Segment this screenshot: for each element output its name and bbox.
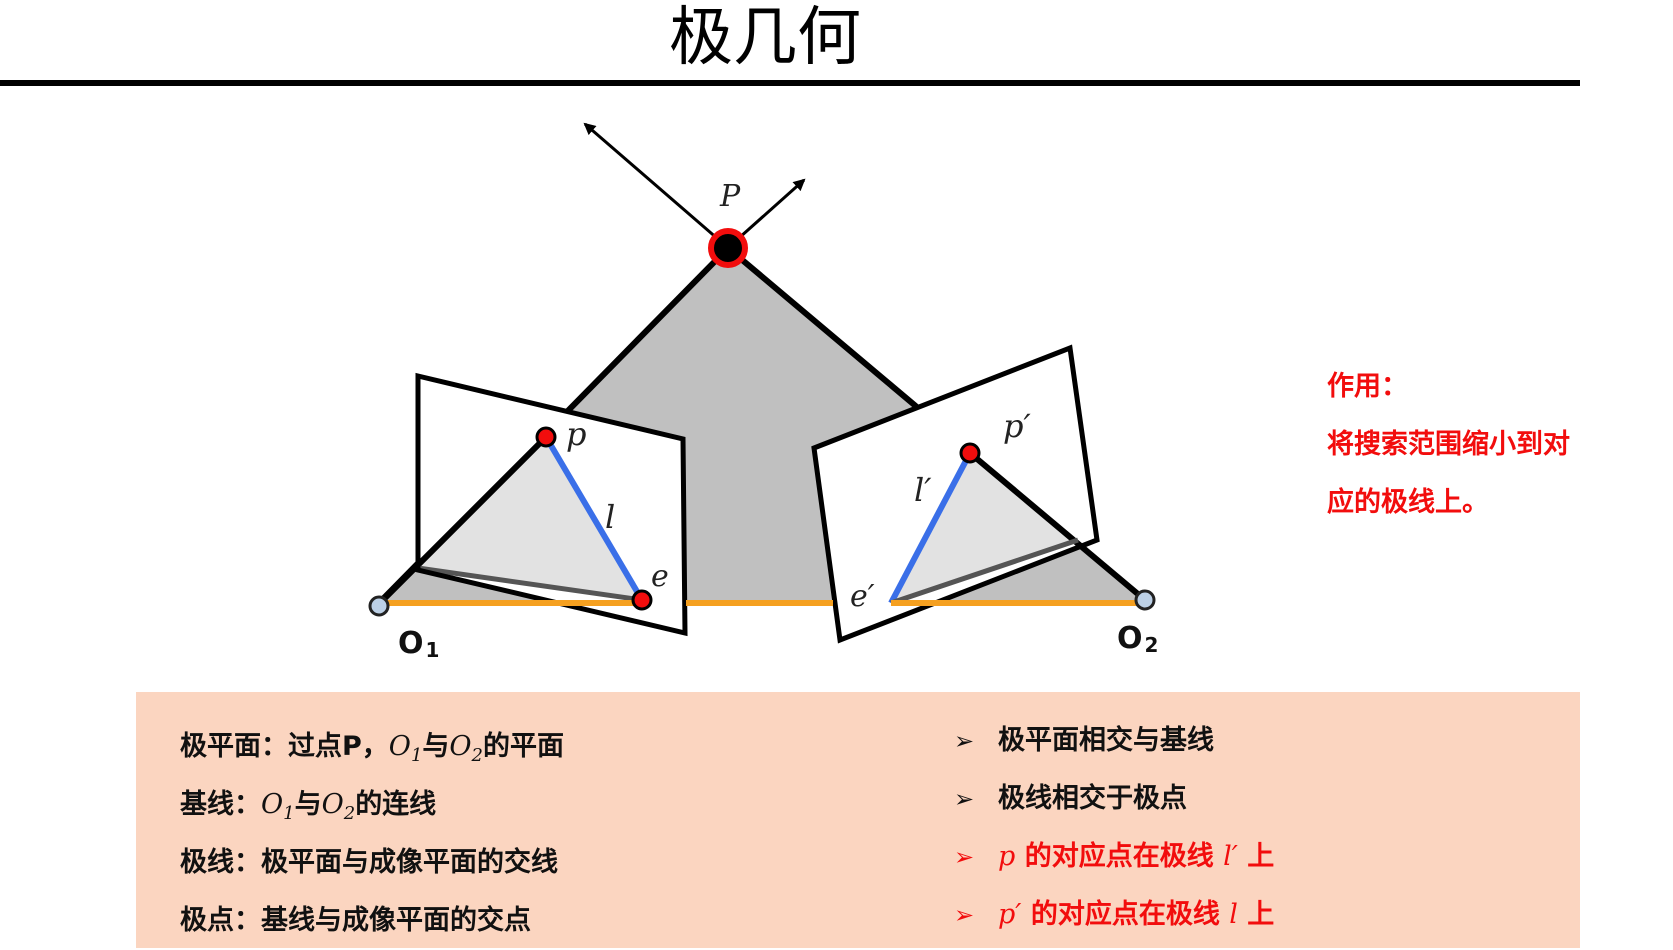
definition-epipolar-line: 极线：极平面与成像平面的交线 (180, 847, 558, 878)
label-p-prime: p′ (1003, 407, 1031, 445)
epipolar-line-l-prime (888, 451, 973, 605)
purpose-line-2: 应的极线上。 (1327, 487, 1489, 518)
left-projected-triangle (418, 437, 642, 600)
label-p: p (566, 415, 586, 453)
point-p-prime-marker (959, 442, 981, 464)
label-l-prime: l′ (914, 471, 932, 509)
fact-p-prime-correspondence: ➢p′ 的对应点在极线 l 上 (954, 886, 1274, 944)
definitions-panel: 极平面：过点P，O1与O2的平面 基线：O1与O2的连线 极线：极平面与成像平面… (136, 692, 1580, 948)
title-divider (0, 80, 1580, 86)
purpose-heading: 作用： (1327, 371, 1408, 402)
fact-planes-intersect: ➢极平面相交与基线 (954, 712, 1274, 770)
label-P: P (719, 179, 741, 214)
fact-lines-intersect: ➢极线相交于极点 (954, 770, 1274, 828)
ray-o1-p (377, 434, 549, 606)
point-p-marker (535, 426, 557, 448)
bullet-arrow-icon: ➢ (954, 901, 975, 929)
facts-list: ➢极平面相交与基线 ➢极线相交于极点 ➢p 的对应点在极线 l′ 上 ➢p′ 的… (954, 712, 1274, 944)
bullet-arrow-icon: ➢ (954, 727, 975, 755)
definition-epipolar-plane: 极平面：过点P，O1与O2的平面 (180, 731, 564, 766)
right-projected-triangle (891, 453, 1078, 603)
left-image-plane-frame (415, 372, 688, 637)
right-image-plane-frame (811, 344, 1100, 644)
left-plane-intersection (417, 565, 643, 603)
definition-baseline: 基线：O1与O2的连线 (180, 789, 437, 824)
bullet-arrow-icon: ➢ (954, 843, 975, 871)
definition-epipole: 极点：基线与成像平面的交点 (180, 905, 531, 936)
epipole-e-marker (631, 589, 653, 611)
camera-center-o2-marker (1134, 589, 1156, 611)
bullet-arrow-icon: ➢ (954, 785, 975, 813)
ray-o2-p-prime (968, 450, 1147, 603)
right-plane-intersection (890, 537, 1079, 606)
label-l: l (605, 498, 615, 536)
purpose-note: 作用： 将搜索范围缩小到对 应的极线上。 (1327, 358, 1667, 532)
definitions-list: 极平面：过点P，O1与O2的平面 基线：O1与O2的连线 极线：极平面与成像平面… (180, 718, 564, 950)
label-e: e (651, 559, 669, 594)
ray-o2-P (726, 245, 926, 416)
fact-p-correspondence: ➢p 的对应点在极线 l′ 上 (954, 828, 1274, 886)
arrow-upper-left (583, 122, 727, 248)
epipolar-line-l (543, 435, 645, 602)
label-e-prime: e′ (850, 579, 875, 614)
camera-center-o1-marker (368, 595, 390, 617)
purpose-line-1: 将搜索范围缩小到对 (1327, 429, 1570, 460)
page-title: 极几何 (669, 1, 861, 75)
point-P-marker (708, 228, 748, 268)
